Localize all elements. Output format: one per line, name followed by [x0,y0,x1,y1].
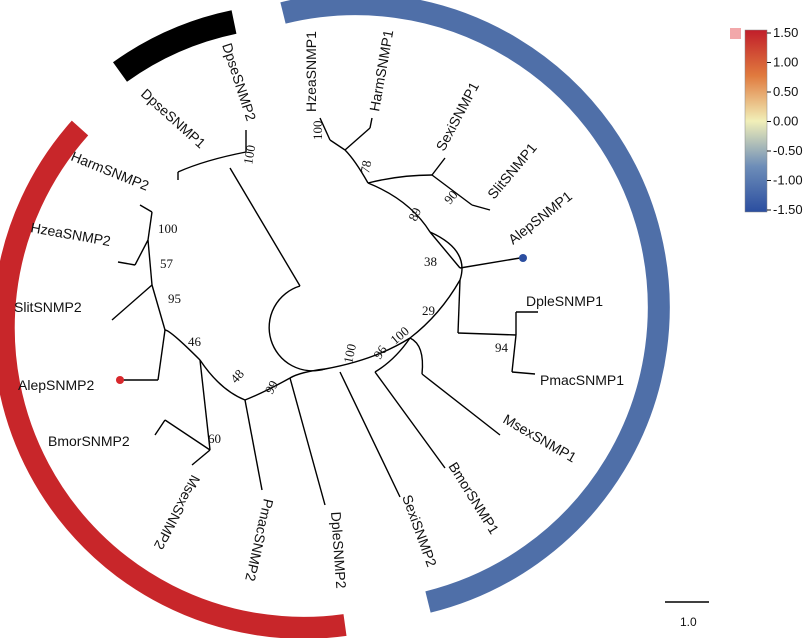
leaf-label: PmacSNMP1 [540,372,624,388]
bootstrap-value: 29 [422,303,435,318]
leaf-label: AlepSNMP2 [18,377,94,393]
scale-bar: 1.0 [665,601,709,629]
bootstrap-value: 46 [188,334,202,349]
leaf-label: HzeaSNMP2 [29,219,112,249]
leaf-label: SexiSNMP2 [399,493,440,570]
bootstrap-value: 90 [441,187,461,207]
bootstrap-value: 100 [158,221,178,236]
leaf-label: BmorSNMP2 [48,433,130,449]
leaf-label: DpleSNMP2 [328,511,349,589]
bootstrap-value: 57 [160,256,174,271]
scale-bar-label: 1.0 [680,615,697,629]
tree-branches [111,117,538,506]
colorbar-tick-label: 0.50 [773,84,798,99]
leaf-label: SlitSNMP1 [484,140,540,202]
alep-snmp1-tip-marker [519,254,527,262]
colorbar-tick-label: 0.00 [773,114,798,129]
leaf-label: AlepSNMP1 [505,188,575,248]
leaf-label: DpleSNMP1 [526,293,603,309]
colorbar-tick-label: 1.50 [773,25,798,40]
legend-marker [730,28,741,39]
colorbar-ticks: 1.50 1.00 0.50 0.00 -0.50 -1.00 -1.50 [767,25,803,217]
alep-snmp2-tip-marker [116,376,124,384]
bootstrap-value: 38 [424,254,437,269]
leaf-label: DpseSNMP1 [138,85,209,151]
leaf-label: PmacSNMP2 [242,497,277,583]
leaf-label: MsexSNMP2 [151,473,204,553]
bootstrap-value: 48 [227,366,247,386]
bootstrap-value: 99 [262,378,281,397]
bootstrap-value: 94 [495,340,509,355]
bootstrap-values: 100 78 90 89 38 29 94 100 96 100 99 48 4… [158,121,509,447]
leaf-label: SexiSNMP1 [433,79,483,153]
bootstrap-value: 78 [357,159,374,174]
bootstrap-value: 100 [240,144,258,166]
bootstrap-value: 89 [405,205,424,223]
bootstrap-value: 100 [387,323,412,347]
leaf-label: BmorSNMP1 [445,459,502,537]
colorbar-tick-label: -1.00 [773,173,803,188]
bootstrap-value: 60 [208,431,221,446]
bootstrap-value: 100 [310,121,325,141]
dpse-clade-arc [113,10,237,82]
colorbar-tick-label: -0.50 [773,143,803,158]
snmp1-clade-arc [280,0,670,613]
bootstrap-value: 95 [168,291,181,306]
leaf-label: HzeaSNMP1 [303,31,319,112]
leaf-label: SlitSNMP2 [14,299,82,315]
leaf-labels: HzeaSNMP1 HarmSNMP1 SexiSNMP1 SlitSNMP1 … [14,28,624,589]
bootstrap-value: 100 [340,342,359,364]
leaf-label: MsexSNMP1 [501,411,580,466]
colorbar-gradient [744,29,768,213]
leaf-label: DpseSNMP2 [219,41,259,123]
colorbar-legend: 1.50 1.00 0.50 0.00 -0.50 -1.00 -1.50 [730,25,803,217]
colorbar-tick-label: -1.50 [773,202,803,217]
snmp2-clade-arc [0,120,347,638]
leaf-label: HarmSNMP2 [69,148,152,194]
leaf-label: HarmSNMP1 [366,28,396,112]
bootstrap-value: 96 [370,342,390,362]
colorbar-tick-label: 1.00 [773,55,798,70]
